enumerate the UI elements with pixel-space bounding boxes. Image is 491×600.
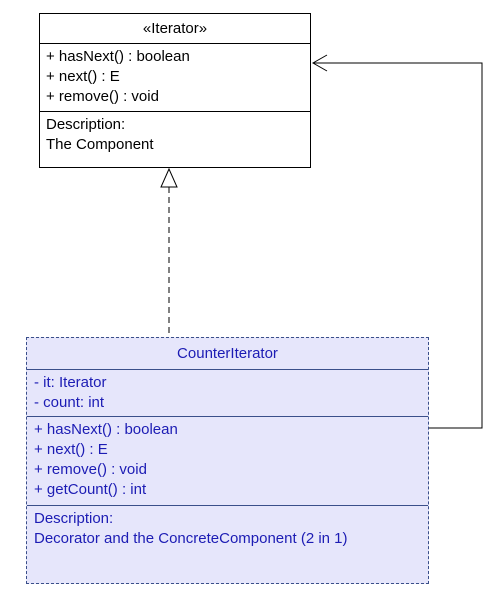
counter-iterator-description-text: Decorator and the ConcreteComponent (2 i…	[34, 530, 348, 547]
counter-iterator-operation: + next() : E	[34, 441, 108, 458]
counter-iterator-operation: + hasNext() : boolean	[34, 421, 178, 438]
counter-iterator-description-label: Description:	[34, 510, 114, 527]
counter-iterator-class[interactable]: CounterIterator - it: Iterator - count: …	[26, 337, 429, 584]
counter-iterator-operations: + hasNext() : boolean + next() : E + rem…	[27, 417, 428, 506]
realization-arrowhead	[160, 167, 178, 188]
iterator-description-text: The Component	[46, 136, 154, 153]
iterator-stereotype: «Iterator»	[40, 14, 310, 44]
iterator-description-label: Description:	[46, 116, 126, 133]
counter-iterator-name: CounterIterator	[27, 338, 428, 370]
iterator-operation: + next() : E	[46, 68, 120, 85]
iterator-description: Description: The Component	[40, 112, 310, 156]
iterator-operation: + hasNext() : boolean	[46, 48, 190, 65]
association-arrowhead	[311, 54, 328, 72]
counter-iterator-description: Description: Decorator and the ConcreteC…	[27, 506, 428, 550]
counter-iterator-attributes: - it: Iterator - count: int	[27, 370, 428, 417]
counter-iterator-operation: + remove() : void	[34, 461, 147, 478]
iterator-operation: + remove() : void	[46, 88, 159, 105]
counter-iterator-operation: + getCount() : int	[34, 481, 147, 498]
iterator-operations: + hasNext() : boolean + next() : E + rem…	[40, 44, 310, 112]
counter-iterator-attribute: - it: Iterator	[34, 374, 107, 391]
association-line	[313, 62, 483, 429]
iterator-interface[interactable]: «Iterator» + hasNext() : boolean + next(…	[39, 13, 311, 168]
counter-iterator-attribute: - count: int	[34, 394, 105, 411]
